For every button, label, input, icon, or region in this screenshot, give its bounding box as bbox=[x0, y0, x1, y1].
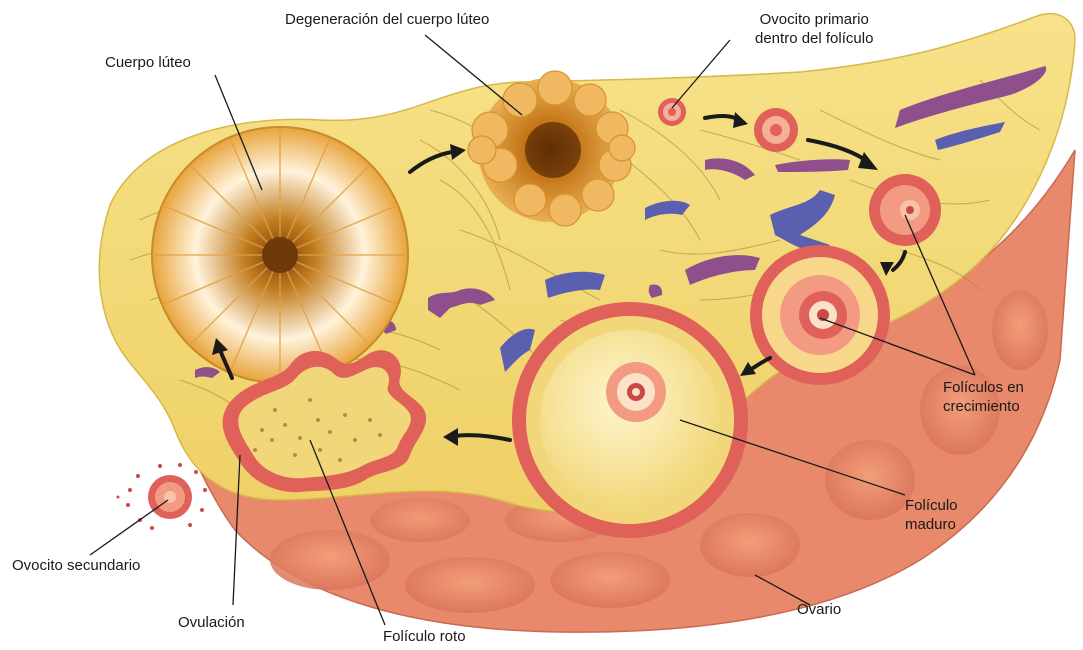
label-foliculos-crecimiento-line1: Folículos en bbox=[943, 378, 1024, 397]
label-cuerpo-luteo: Cuerpo lúteo bbox=[105, 53, 191, 72]
label-foliculo-maduro-line2: maduro bbox=[905, 515, 958, 534]
label-ovocito-primario-line2: dentro del folículo bbox=[755, 29, 873, 48]
corpus-luteum bbox=[152, 127, 408, 383]
growing-follicle-large bbox=[750, 245, 890, 385]
label-degeneracion-cuerpo-luteo: Degeneración del cuerpo lúteo bbox=[285, 10, 489, 29]
label-foliculos-crecimiento: Folículos en crecimiento bbox=[943, 378, 1024, 416]
label-ovulacion: Ovulación bbox=[178, 613, 245, 632]
label-foliculo-maduro-line1: Folículo bbox=[905, 496, 958, 515]
label-foliculo-maduro: Folículo maduro bbox=[905, 496, 958, 534]
primary-follicle bbox=[658, 98, 686, 126]
follicle-stage-2 bbox=[754, 108, 798, 152]
label-ovocito-primario-line1: Ovocito primario bbox=[755, 10, 873, 29]
label-ovocito-secundario: Ovocito secundario bbox=[12, 556, 140, 575]
secondary-oocyte bbox=[117, 463, 208, 530]
growing-follicle-small bbox=[869, 174, 941, 246]
label-ovario: Ovario bbox=[797, 600, 841, 619]
label-foliculos-crecimiento-line2: crecimiento bbox=[943, 397, 1024, 416]
label-foliculo-roto: Folículo roto bbox=[383, 627, 466, 646]
mature-follicle bbox=[512, 302, 748, 538]
label-ovocito-primario: Ovocito primario dentro del folículo bbox=[755, 10, 873, 48]
